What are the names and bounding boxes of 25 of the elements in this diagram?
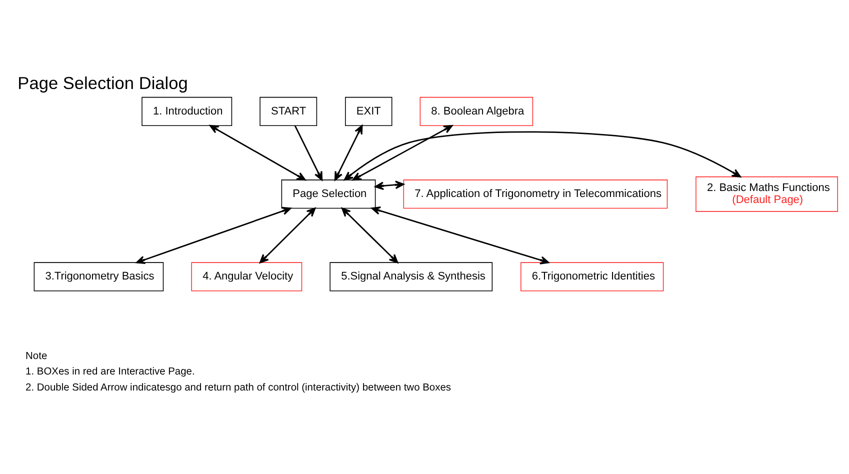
arrow xyxy=(374,180,404,190)
node-box: START xyxy=(260,96,318,126)
node-box: 1. Introduction xyxy=(142,96,232,126)
arrow xyxy=(136,206,292,264)
arrow xyxy=(294,125,323,181)
arrow xyxy=(344,131,742,180)
diagram-title: Page Selection Dialog xyxy=(18,73,188,94)
node-box: EXIT xyxy=(345,96,392,126)
arrow xyxy=(210,124,306,181)
arrow xyxy=(341,208,398,264)
node-box: 4. Angular Velocity xyxy=(191,262,302,292)
label: 2. Double Sided Arrow indicatesgo and return path of control (interactivity) between two Boxes xyxy=(26,382,451,394)
node-box: Page Selection xyxy=(281,180,376,209)
node-box: 6.Trigonometric Identities xyxy=(520,262,664,292)
arrow xyxy=(371,206,550,264)
arrow xyxy=(260,208,316,264)
arrow xyxy=(352,124,453,181)
label: 1. BOXes in red are Interactive Page. xyxy=(26,366,195,378)
label: Note xyxy=(26,350,48,362)
arrow xyxy=(334,124,363,181)
node-box: 5.Signal Analysis & Synthesis xyxy=(330,262,493,292)
node-box: 2. Basic Maths Functions (Default Page) xyxy=(696,176,838,212)
node-box: 7. Application of Trigonometry in Telecommications xyxy=(403,180,668,209)
node-box: 8. Boolean Algebra xyxy=(420,96,534,126)
node-box: 3.Trigonometry Basics xyxy=(34,262,164,292)
